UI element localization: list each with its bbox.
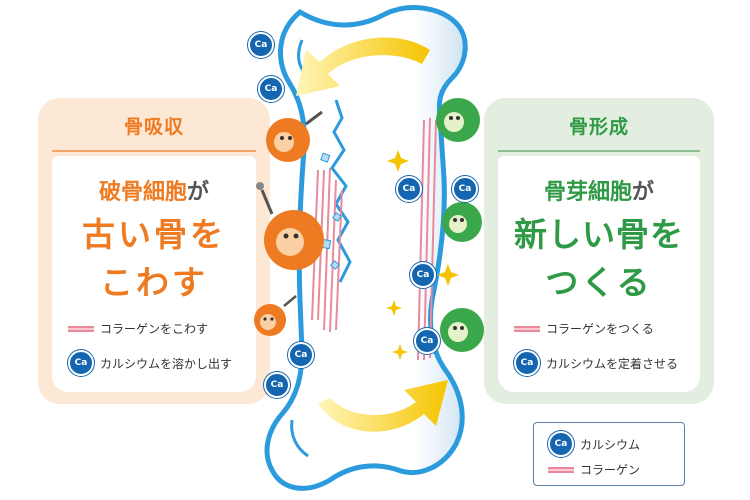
bone-inner-line [290, 419, 309, 458]
resorption-calcium-text: カルシウムを溶かし出す [100, 356, 233, 371]
osteoblast-character [440, 308, 484, 352]
resorption-collagen-text: コラーゲンをこわす [100, 322, 209, 336]
collagen-line-icon [548, 466, 574, 473]
collagen-line-icon [68, 325, 94, 332]
legend-calcium-text: カルシウム [580, 437, 641, 452]
bone-resorption-heading: 骨吸収 [123, 116, 184, 138]
resorption-line-1: 古い骨を [82, 215, 226, 254]
formation-calcium-text: カルシウムを定着させる [546, 356, 679, 371]
collagen-line-icon [514, 325, 540, 332]
osteoblast-name: 骨芽細胞 [543, 180, 632, 205]
osteoclast-title: 破骨細胞が [52, 174, 256, 206]
collagen-fibers-right [417, 117, 437, 361]
formation-collagen-text: コラーゲンをつくる [546, 322, 654, 336]
bone-formation-panel: 骨形成 骨芽細胞が 新しい骨を つくる コラーゲンをつくる Ca カルシウムを定… [484, 98, 714, 404]
bone-resorption-panel: 骨吸収 破骨細胞が 古い骨を こわす コラーゲンをこわす Ca カルシウムを溶か… [38, 98, 270, 404]
legend-calcium: Ca カルシウム [548, 431, 640, 457]
osteoblast-character [442, 202, 482, 242]
legend-collagen: コラーゲン [548, 461, 640, 478]
calcium-icon: Ca [414, 328, 440, 354]
bone-formation-heading: 骨形成 [568, 116, 629, 138]
calcium-icon: Ca [68, 350, 94, 376]
bone-fragment [320, 152, 342, 270]
calcium-icon: Ca [264, 372, 290, 398]
cycle-arrow-top [296, 37, 430, 96]
formation-line-1: 新しい骨を [514, 215, 684, 254]
calcium-icon: Ca [396, 176, 422, 202]
calcium-icon: Ca [288, 342, 314, 368]
calcium-icon: Ca [248, 32, 274, 58]
cycle-arrow-bottom [318, 380, 448, 432]
formation-collagen-key: コラーゲンをつくる [514, 320, 654, 337]
legend-collagen-text: コラーゲン [580, 463, 641, 477]
panel-divider [498, 150, 700, 152]
bone-resorption-body: 破骨細胞が 古い骨を こわす コラーゲンをこわす Ca カルシウムを溶かし出す [52, 156, 256, 392]
osteoblast-title: 骨芽細胞が [498, 174, 700, 206]
resorption-line-2: こわす [100, 263, 208, 302]
calcium-icon: Ca [548, 431, 574, 457]
calcium-icon: Ca [452, 176, 478, 202]
calcium-icon: Ca [258, 76, 284, 102]
osteoclast-name: 破骨細胞 [98, 180, 187, 205]
resorption-calcium-key: Ca カルシウムを溶かし出す [68, 350, 232, 376]
osteoclast-character [256, 182, 324, 270]
osteoclast-particle: が [187, 180, 210, 205]
bone-formation-body: 骨芽細胞が 新しい骨を つくる コラーゲンをつくる Ca カルシウムを定着させる [498, 156, 700, 392]
sparkle-icon [386, 150, 459, 360]
calcium-icon: Ca [514, 350, 540, 376]
formation-calcium-key: Ca カルシウムを定着させる [514, 350, 678, 376]
formation-line-2: つくる [545, 263, 653, 302]
osteoclast-character [266, 110, 323, 162]
osteoclast-character [254, 295, 297, 336]
panel-divider [52, 150, 256, 152]
resorption-collagen-key: コラーゲンをこわす [68, 320, 208, 337]
calcium-icon: Ca [410, 262, 436, 288]
collagen-fibers-left [311, 167, 343, 333]
legend-box: Ca カルシウム コラーゲン [533, 422, 685, 486]
osteoblast-particle: が [632, 180, 655, 205]
eroded-edge [330, 99, 352, 283]
osteoblast-character [436, 98, 480, 142]
